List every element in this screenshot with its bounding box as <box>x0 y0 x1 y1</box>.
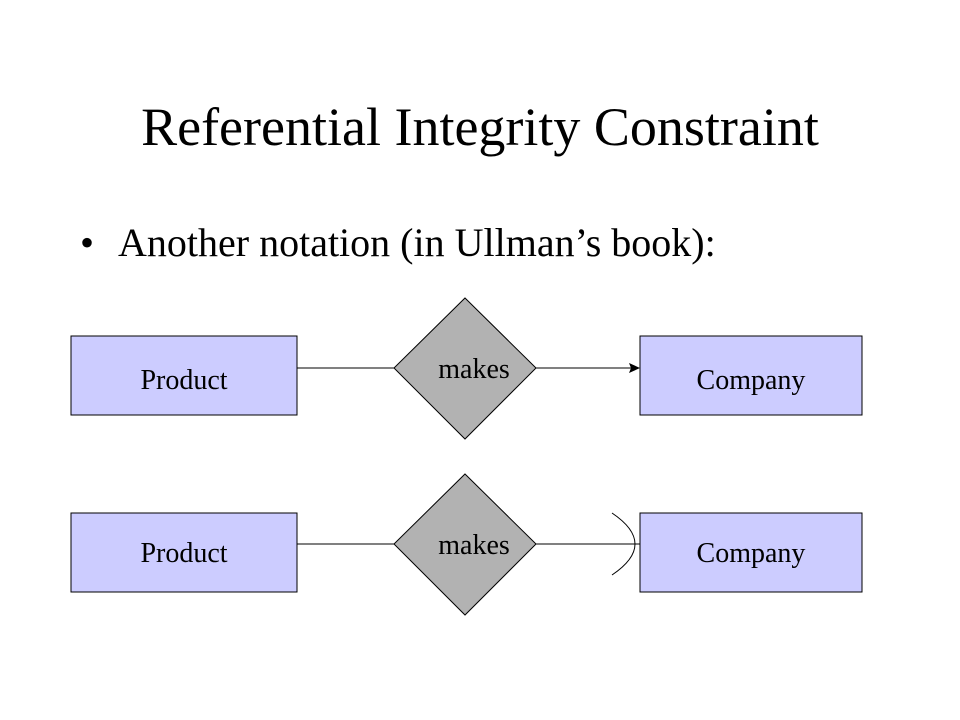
round-arrow-arc-icon <box>611 512 636 576</box>
bullet-text: Another notation (in Ullman’s book): <box>118 220 716 265</box>
bottom-makes-label: makes <box>438 530 510 561</box>
bottom-company-label: Company <box>697 538 806 569</box>
top-makes-relationship <box>393 297 537 440</box>
arrow-head-icon <box>629 363 640 373</box>
bottom-makes-relationship <box>393 473 537 616</box>
top-company-entity <box>639 335 863 416</box>
bottom-product-label: Product <box>140 538 227 569</box>
bottom-company-entity <box>639 512 863 593</box>
top-product-entity <box>70 335 298 416</box>
bullet-item: • Another notation (in Ullman’s book): <box>80 215 716 271</box>
top-product-label: Product <box>140 365 227 396</box>
top-makes-label: makes <box>438 354 510 385</box>
diagram-bottom: Product makes Company <box>70 473 863 616</box>
diagram-top: Product makes Company <box>70 297 863 440</box>
top-company-label: Company <box>697 365 806 396</box>
bottom-product-entity <box>70 512 298 593</box>
bullet-marker: • <box>80 220 95 265</box>
slide-title: Referential Integrity Constraint <box>141 97 819 157</box>
